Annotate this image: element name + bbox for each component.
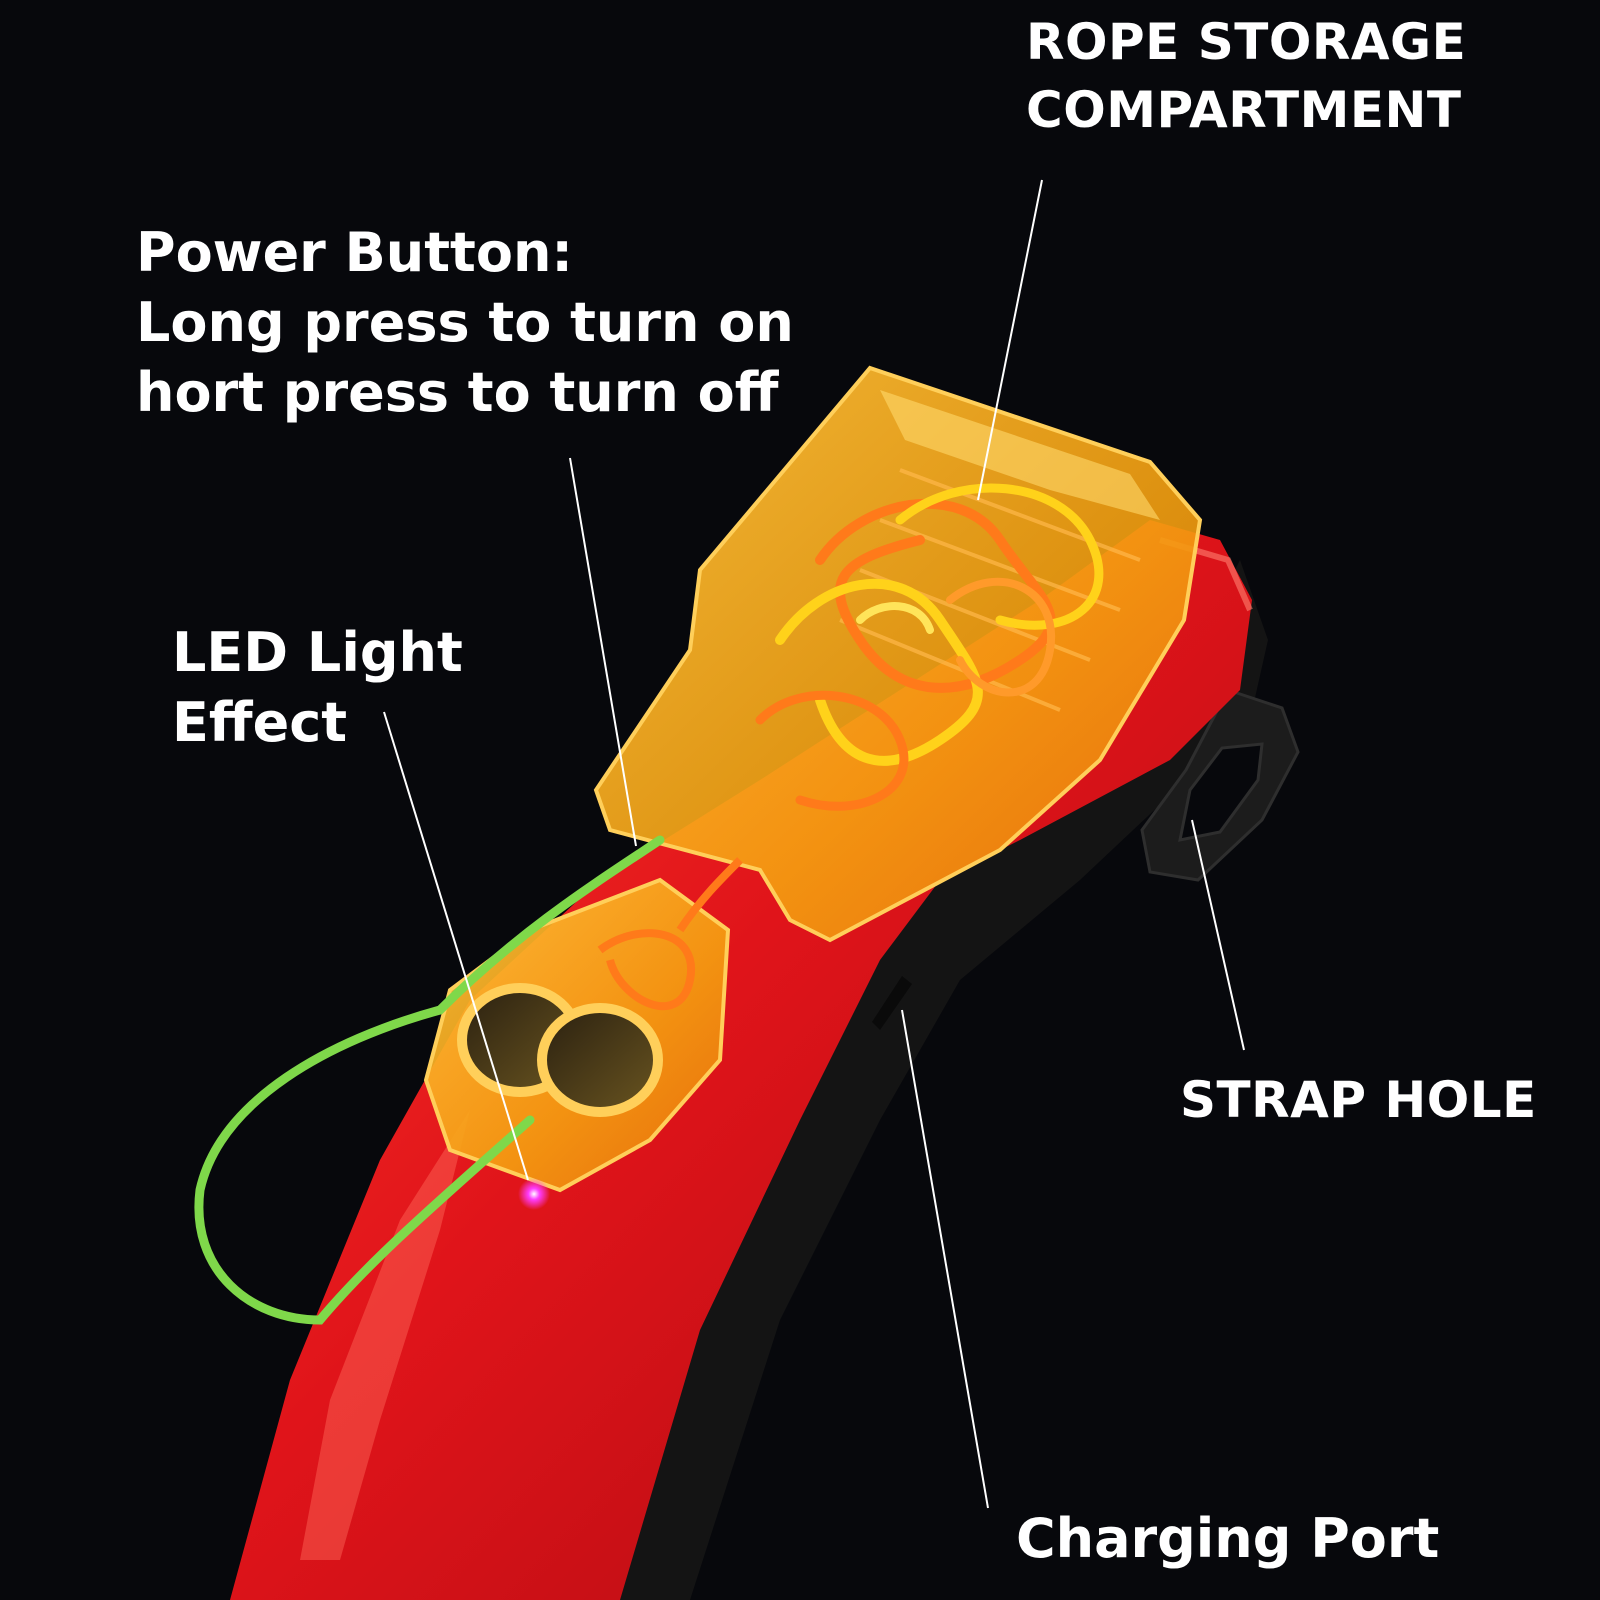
leader-line-charging-port	[901, 1009, 989, 1509]
led-light-label-line1: LED Light	[172, 621, 463, 684]
handle-black-shell	[560, 560, 1268, 1600]
leader-line-rope-storage	[977, 179, 1043, 501]
coiled-rope	[755, 483, 1104, 811]
rope-storage-label-line1: ROPE STORAGE	[1026, 13, 1467, 71]
led-light-dot	[518, 1178, 550, 1210]
led-light-label-line2: Effect	[172, 691, 348, 754]
power-button-label-line1: Power Button:	[136, 221, 573, 284]
handle-highlight	[300, 1110, 470, 1560]
power-button-label-line3: hort press to turn off	[136, 361, 779, 424]
led-light-label: LED Light Effect	[172, 618, 463, 758]
power-button-label: Power Button: Long press to turn on hort…	[136, 218, 794, 428]
leader-line-led-light	[383, 711, 529, 1181]
strap-hole-label: STRAP HOLE	[1180, 1066, 1537, 1134]
charging-port-label: Charging Port	[1016, 1504, 1439, 1574]
rope-storage-label: ROPE STORAGE COMPARTMENT	[1026, 8, 1466, 144]
compartment-ribs	[839, 468, 1141, 712]
charging-port-label-line1: Charging Port	[1016, 1507, 1440, 1570]
charging-port-slot	[872, 976, 912, 1030]
rope-storage-compartment	[593, 365, 1203, 943]
power-button-label-line2: Long press to turn on	[136, 291, 794, 354]
launcher-rope-tangle	[597, 929, 696, 1011]
compartment-top-face	[880, 390, 1160, 520]
leader-lines	[383, 179, 1245, 1509]
rope-feed	[676, 857, 743, 933]
launcher-wheel-right	[537, 1003, 663, 1117]
strap-hole-loop	[1140, 688, 1300, 882]
strap-hole-label-line1: STRAP HOLE	[1180, 1071, 1537, 1129]
leader-line-power-button	[569, 457, 637, 847]
green-cord-loop	[194, 835, 665, 1325]
leader-line-strap-hole	[1191, 819, 1245, 1051]
rope-storage-label-line2: COMPARTMENT	[1026, 81, 1462, 139]
